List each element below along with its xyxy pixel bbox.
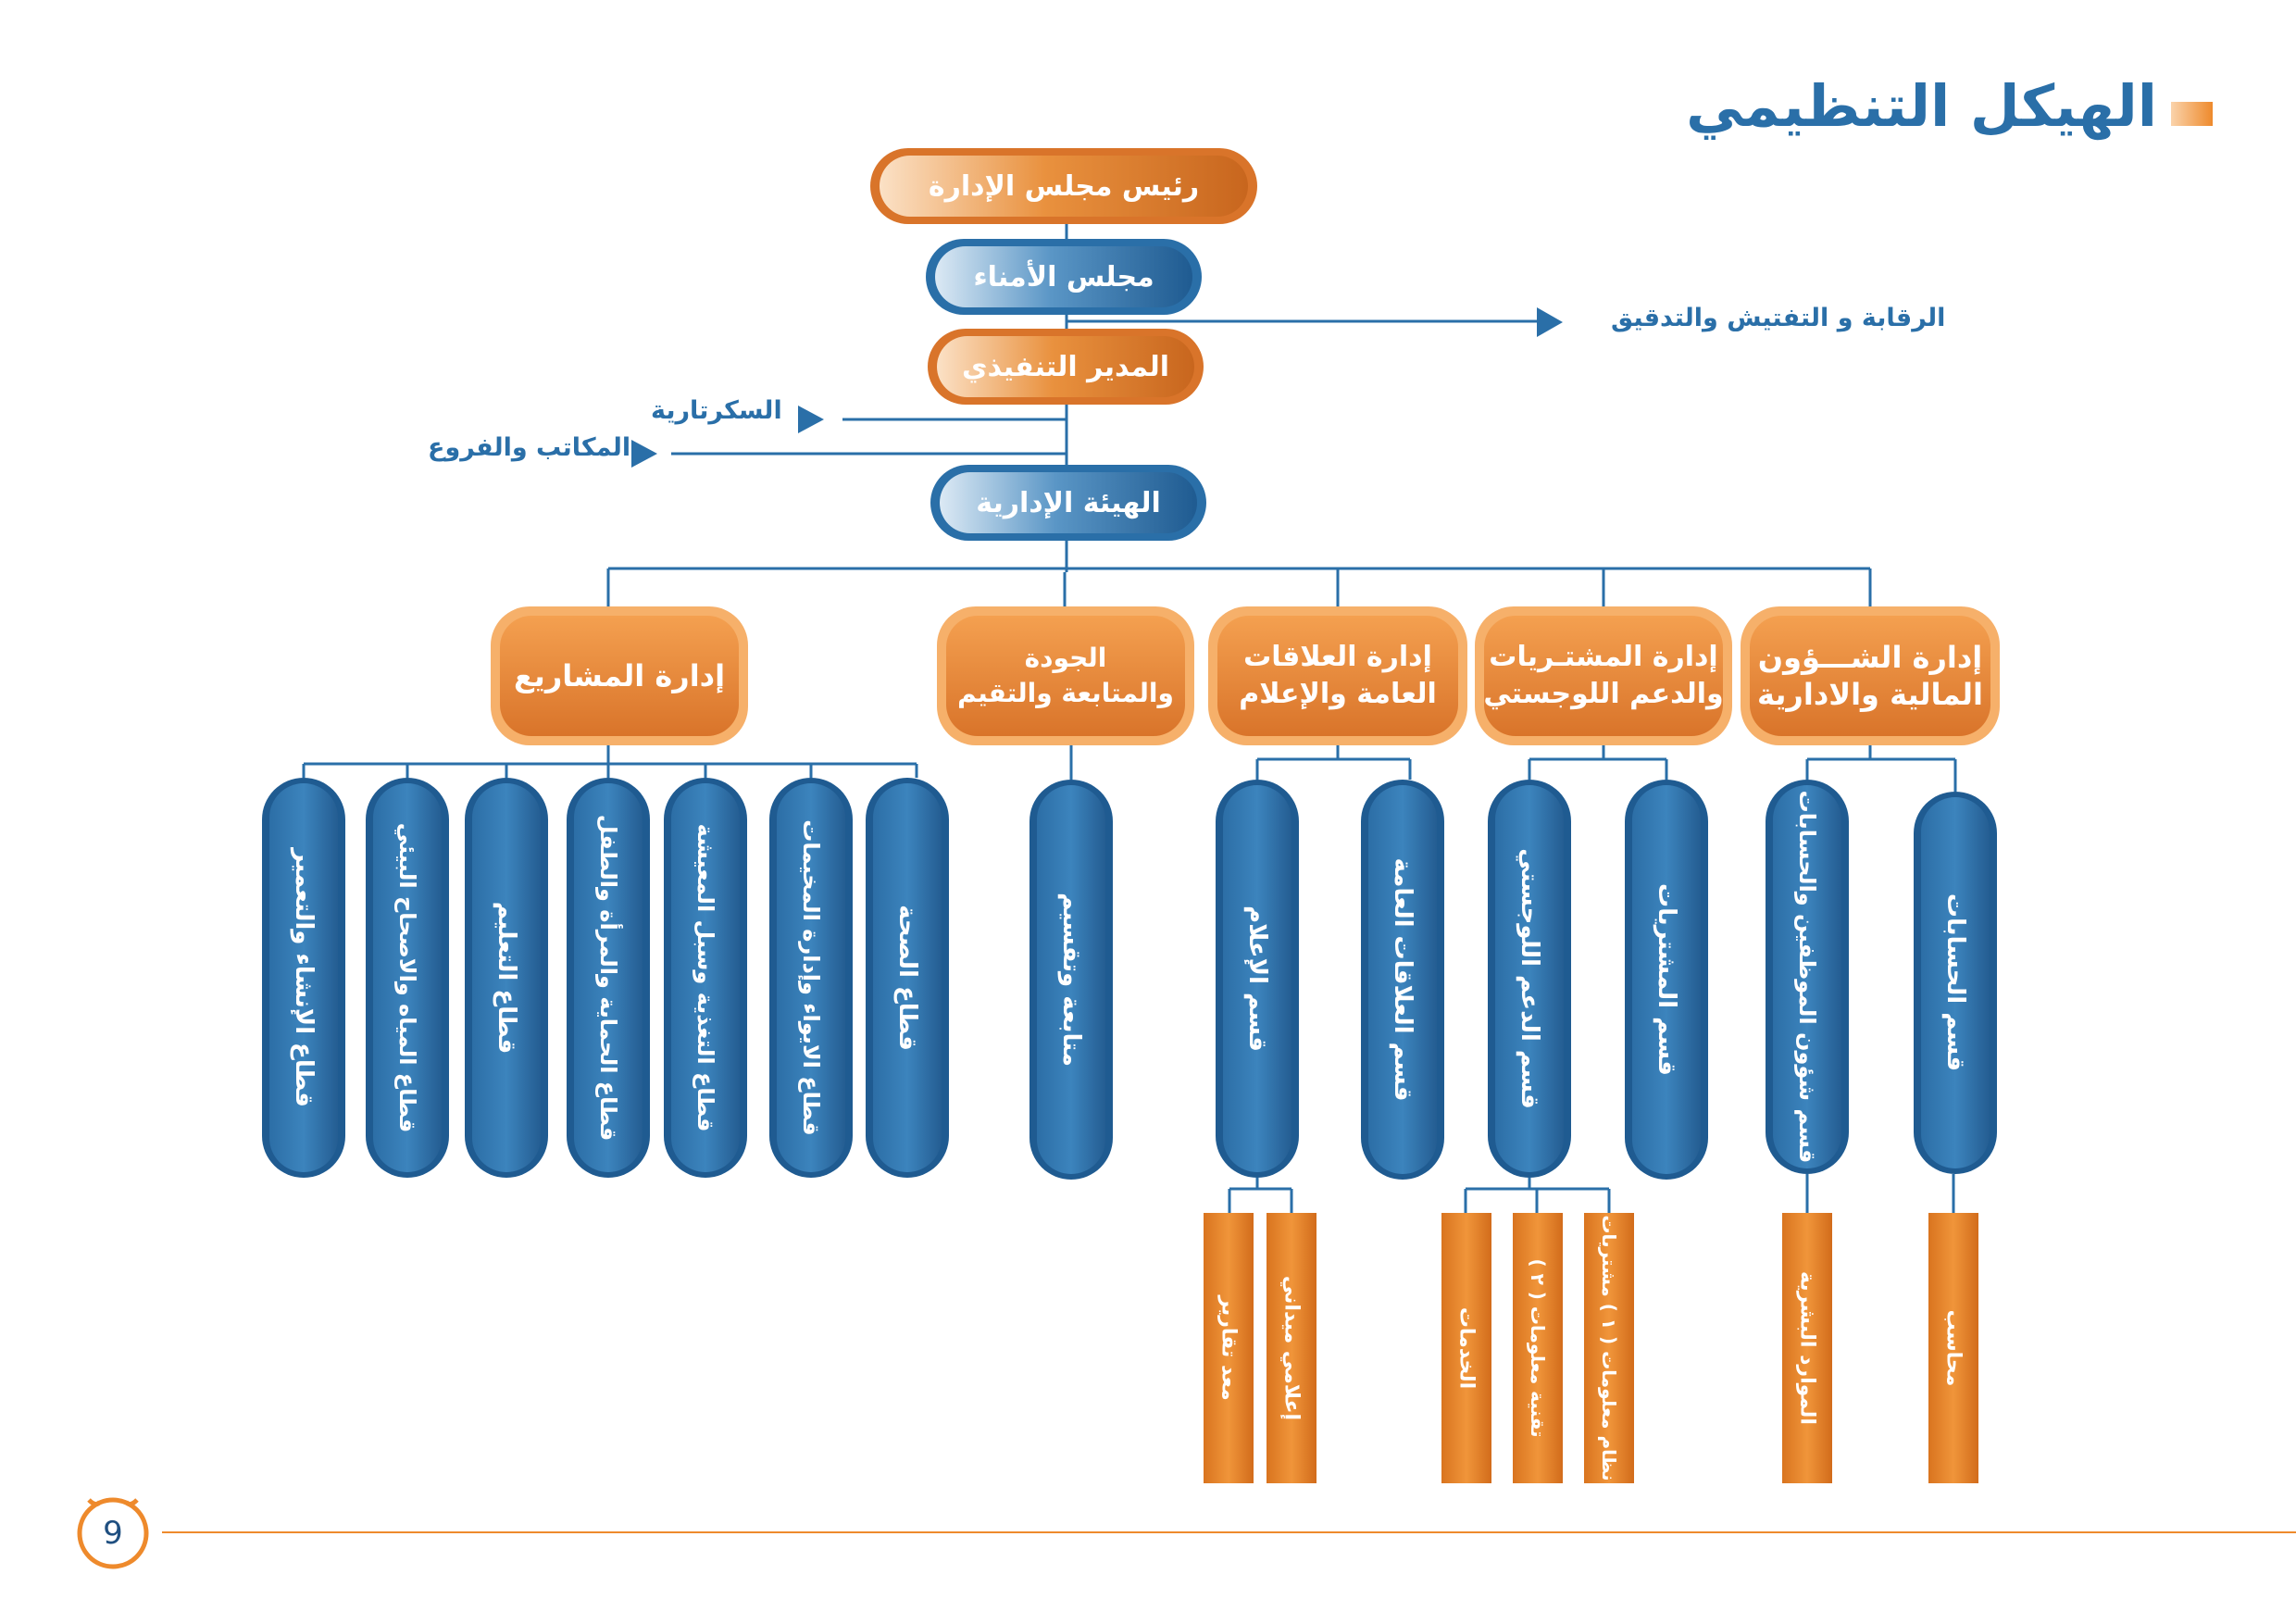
- section-media: قسم الإعلام: [1243, 906, 1271, 1052]
- section-columns: [262, 778, 1997, 1180]
- offices-label: المكاتب والفروع: [428, 433, 631, 462]
- unit-reports: معد تقارير: [1217, 1295, 1241, 1401]
- unit-services: الخدمات: [1454, 1306, 1479, 1390]
- arrow-audit-icon: [1537, 307, 1563, 337]
- page-title: الهيكل التنظيمي: [1686, 72, 2157, 140]
- section-monitoring: متابعة وتقسيم: [1057, 893, 1085, 1067]
- dept-quality: الجودة والمتابعة والتقيم: [946, 616, 1185, 736]
- chairman-label: رئيس مجلس الإدارة: [928, 169, 1200, 203]
- dept-finance-line1: إدارة الشـــؤون: [1757, 640, 1983, 675]
- dept-projects: إدارة المشاريع: [513, 658, 726, 693]
- connector-lines: [302, 222, 1957, 1213]
- unit-it-tech: تقنية معلومات ( ٢ ): [1527, 1258, 1549, 1438]
- board-label: الهيئة الإدارية: [976, 486, 1161, 519]
- secretariat-label: السكرتارية: [651, 396, 782, 425]
- unit-hr: الموارد البشرية: [1795, 1271, 1819, 1425]
- unit-field-media: إعلامي ميداني: [1279, 1275, 1304, 1421]
- dept-relations: إدارة العلاقات العامة والإعلام: [1217, 616, 1458, 736]
- section-accounts: قسم الحسابات: [1941, 893, 1969, 1072]
- dept-quality-line2: والمتابعة والتقيم: [957, 678, 1174, 708]
- trustees-label: مجلس الأمناء: [973, 260, 1154, 294]
- board-node: [930, 465, 1206, 541]
- section-health: قطاع الصحة: [893, 905, 921, 1051]
- section-purchasing: قسم المشتريات: [1653, 883, 1680, 1076]
- unit-bars: [1204, 1213, 1978, 1483]
- dept-boxes: [491, 606, 2000, 745]
- section-public-relations: قسم العلاقات العامة: [1389, 857, 1416, 1102]
- dept-procurement-line1: إدارة المشتـريات: [1489, 641, 1718, 673]
- arrow-secretariat-icon: [798, 406, 824, 433]
- audit-label: الرقابة و التفتيش والتدقيق: [1611, 304, 1946, 332]
- dept-relations-line1: إدارة العلاقات: [1243, 641, 1432, 673]
- section-protection: قطاع الحماية والمرأة والطفل: [595, 814, 621, 1142]
- dept-procurement-line2: والدعم اللوجستي: [1483, 678, 1724, 710]
- page-number: 9: [103, 1515, 123, 1552]
- dept-finance-line2: المالية والادارية: [1757, 677, 1983, 712]
- executive-node: [928, 329, 1204, 405]
- dept-quality-line1: الجودة: [1024, 643, 1107, 673]
- section-education: قطاع التعليم: [493, 901, 520, 1055]
- arrow-offices-icon: [631, 440, 657, 468]
- section-water: قطاع المياه والاصحاح البيئي: [394, 822, 420, 1133]
- dept-finance: إدارة الشـــؤون المالية والادارية: [1750, 616, 1990, 736]
- chairman-node: [870, 148, 1257, 224]
- dept-relations-line2: العامة والإعلام: [1239, 678, 1437, 710]
- trustees-node: [926, 239, 1202, 315]
- unit-accountant: محاسب: [1941, 1309, 1965, 1387]
- section-shelter: قطاع الايواء وإدارة المخيمات: [798, 819, 824, 1136]
- section-construction: قطاع الإنشاء والتعمير: [290, 848, 318, 1107]
- executive-label: المدير التنفيذي: [961, 350, 1170, 383]
- title-accent-bar: [2171, 102, 2213, 126]
- dept-procurement: إدارة المشتـريات والدعم اللوجستي: [1483, 616, 1724, 736]
- unit-it-procurement: نظام معلومات ( ١ ) مشتريات: [1598, 1215, 1620, 1481]
- page-badge-icon: [77, 1497, 149, 1569]
- section-staff-affairs: قسم شؤون الموظفين والحسابات: [1794, 790, 1820, 1164]
- section-logistics: قسم الدعم اللوجستي: [1516, 848, 1543, 1109]
- section-nutrition: قطاع التغذية وسبل المعيشة: [693, 823, 718, 1132]
